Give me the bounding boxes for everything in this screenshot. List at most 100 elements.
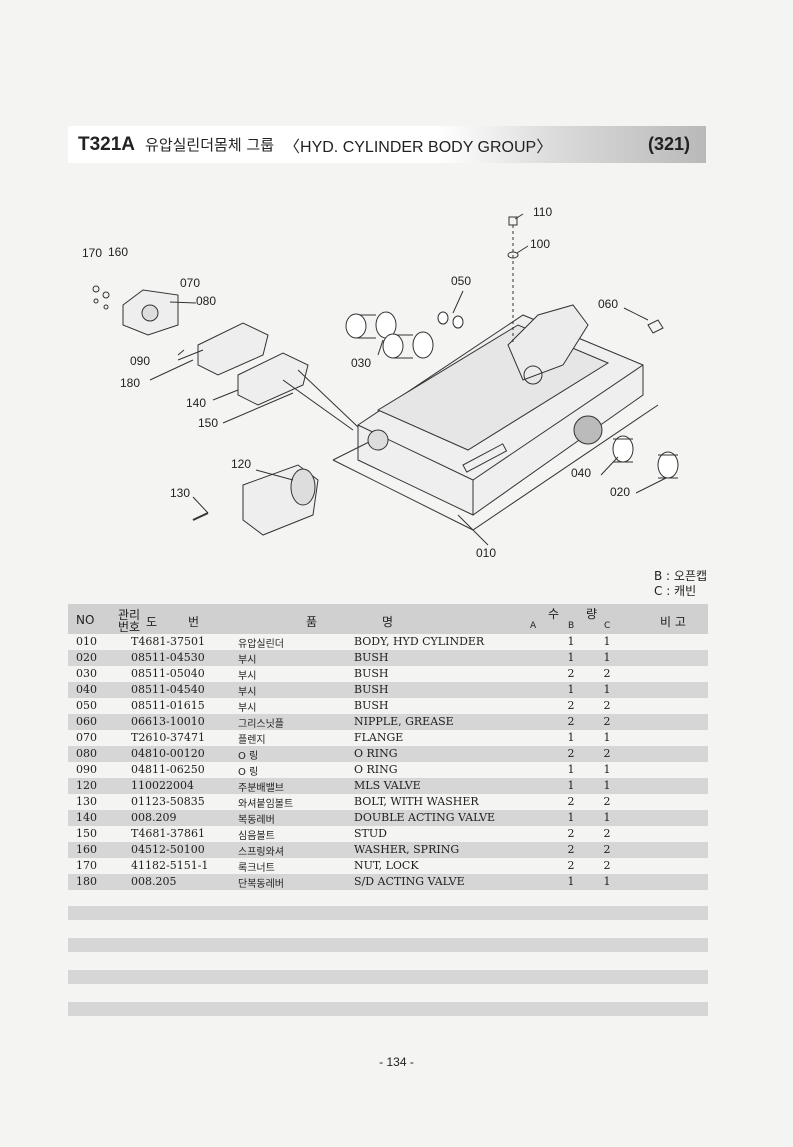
legend-c: C : 캐빈 bbox=[654, 584, 697, 598]
cell-name-korean: 부시 bbox=[238, 655, 257, 666]
cell-name-korean: 부시 bbox=[238, 671, 257, 682]
header-item-2: 명 bbox=[382, 615, 394, 629]
header-qty-2: 량 bbox=[586, 607, 598, 621]
cell-name-english: S/D ACTING VALVE bbox=[354, 875, 465, 888]
header-b: B bbox=[568, 621, 575, 631]
cell-qty-c: 1 bbox=[603, 779, 611, 792]
cell-name-korean: 복동레버 bbox=[238, 815, 275, 826]
cell-qty-b: 2 bbox=[567, 747, 575, 760]
cell-no: 130 bbox=[76, 795, 97, 808]
header-drawing-2: 번 bbox=[188, 615, 200, 629]
callout-020: 020 bbox=[610, 485, 630, 499]
cell-qty-b: 1 bbox=[567, 651, 575, 664]
exploded-parts-diagram: 170 160 070 080 090 180 140 150 120 130 … bbox=[82, 205, 679, 560]
cell-part-number: 08511-01615 bbox=[131, 699, 205, 712]
cell-qty-c: 2 bbox=[603, 859, 611, 872]
cell-name-korean: 부시 bbox=[238, 703, 257, 714]
cell-name-english: NUT, LOCK bbox=[354, 859, 419, 872]
callout-170: 170 bbox=[82, 246, 102, 260]
cell-qty-c: 1 bbox=[603, 651, 611, 664]
cell-name-korean: O 링 bbox=[238, 767, 259, 778]
cell-part-number: T2610-37471 bbox=[131, 731, 206, 744]
cell-qty-c: 2 bbox=[603, 747, 611, 760]
callout-160: 160 bbox=[108, 245, 128, 259]
cell-part-number: 06613-10010 bbox=[131, 715, 205, 728]
callout-050: 050 bbox=[451, 274, 471, 288]
cell-qty-c: 2 bbox=[603, 843, 611, 856]
header-mgmt-2: 번호 bbox=[118, 620, 141, 634]
cell-name-korean: 심음볼트 bbox=[238, 831, 275, 842]
cell-qty-b: 1 bbox=[567, 683, 575, 696]
cell-no: 170 bbox=[76, 859, 97, 872]
cell-name-english: O RING bbox=[354, 747, 398, 760]
header-mgmt: 관리 bbox=[118, 608, 141, 622]
cell-part-number: 01123-50835 bbox=[131, 795, 205, 808]
cell-no: 090 bbox=[76, 763, 97, 776]
cell-qty-c: 2 bbox=[603, 699, 611, 712]
cell-no: 040 bbox=[76, 683, 97, 696]
callout-080: 080 bbox=[196, 294, 216, 308]
cell-name-korean: 와셔붙임볼트 bbox=[238, 799, 294, 810]
cell-qty-b: 1 bbox=[567, 875, 575, 888]
cell-no: 020 bbox=[76, 651, 97, 664]
header-qty: 수 bbox=[548, 607, 560, 621]
header-remarks: 비 고 bbox=[660, 615, 686, 629]
cell-qty-b: 2 bbox=[567, 843, 575, 856]
blank-row bbox=[68, 970, 708, 984]
cell-part-number: 08511-04540 bbox=[131, 683, 205, 696]
callout-120: 120 bbox=[231, 457, 251, 471]
cell-part-number: T4681-37861 bbox=[131, 827, 206, 840]
cell-qty-b: 2 bbox=[567, 795, 575, 808]
cell-name-english: O RING bbox=[354, 763, 398, 776]
group-title-korean: 유압실린더몸체 그룹 bbox=[145, 136, 275, 154]
legend-b: B : 오픈캡 bbox=[654, 569, 708, 583]
cell-name-english: DOUBLE ACTING VALVE bbox=[354, 811, 496, 824]
cell-name-korean: 부시 bbox=[238, 687, 257, 698]
cell-qty-b: 1 bbox=[567, 779, 575, 792]
callout-010: 010 bbox=[476, 546, 496, 560]
blank-row bbox=[68, 1002, 708, 1016]
cell-no: 060 bbox=[76, 715, 97, 728]
cell-no: 010 bbox=[76, 635, 97, 648]
callout-180: 180 bbox=[120, 376, 140, 390]
cell-qty-b: 1 bbox=[567, 635, 575, 648]
cell-name-english: BUSH bbox=[354, 699, 389, 712]
cell-part-number: 008.209 bbox=[131, 811, 177, 824]
callout-100: 100 bbox=[530, 237, 550, 251]
callout-150: 150 bbox=[198, 416, 218, 430]
cell-name-korean: 단복동레버 bbox=[238, 879, 284, 890]
header-c: C bbox=[604, 621, 611, 631]
callout-070: 070 bbox=[180, 276, 200, 290]
cell-no: 030 bbox=[76, 667, 97, 680]
group-page-code: (321) bbox=[647, 134, 690, 154]
callout-140: 140 bbox=[186, 396, 206, 410]
cell-qty-c: 2 bbox=[603, 827, 611, 840]
blank-row bbox=[68, 938, 708, 952]
spec-legend: B : 오픈캡 C : 캐빈 bbox=[654, 569, 707, 599]
cell-part-number: 110022004 bbox=[131, 779, 194, 792]
cell-part-number: 04512-50100 bbox=[131, 843, 205, 856]
callout-110: 110 bbox=[533, 205, 552, 219]
parts-table-header: NO 관리 번호 도 번 품 명 수 량 A B C 비 고 bbox=[68, 604, 708, 634]
cell-no: 150 bbox=[76, 827, 97, 840]
callout-090: 090 bbox=[130, 354, 150, 368]
group-title-english: 〈HYD. CYLINDER BODY GROUP〉 bbox=[284, 138, 553, 156]
cell-name-english: BOLT, WITH WASHER bbox=[354, 795, 479, 808]
cell-no: 180 bbox=[76, 875, 97, 888]
cell-no: 160 bbox=[76, 843, 97, 856]
cell-no: 120 bbox=[76, 779, 97, 792]
